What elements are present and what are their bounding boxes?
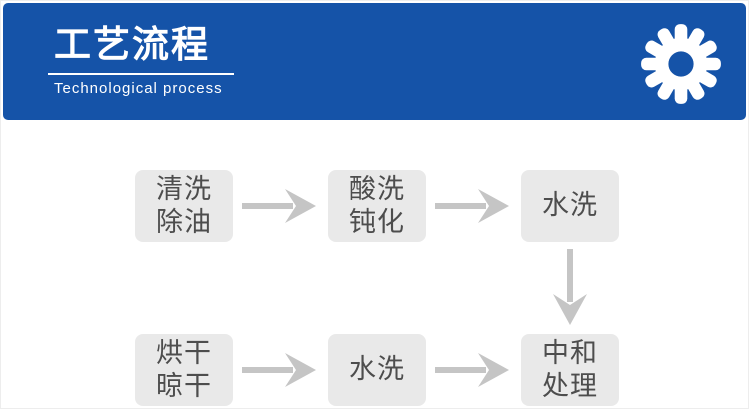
- process-box-neutralize-treat: 中和 处理: [521, 334, 619, 406]
- process-box-water-rinse-2: 水洗: [328, 334, 426, 406]
- page-title: 工艺流程: [54, 24, 210, 65]
- arrow-down-icon: [553, 249, 587, 325]
- process-box-pickling-passivation: 酸洗 钝化: [328, 170, 426, 242]
- arrow-right-icon: [435, 189, 509, 223]
- process-box-water-rinse-1: 水洗: [521, 170, 619, 242]
- gear-icon: [641, 24, 721, 104]
- process-box-clean-degrease: 清洗 除油: [135, 170, 233, 242]
- arrow-right-icon: [435, 353, 509, 387]
- header-banner: 工艺流程 Technological process: [3, 3, 746, 120]
- page-subtitle: Technological process: [54, 79, 223, 97]
- process-box-dry-airdry: 烘干 晾干: [135, 334, 233, 406]
- arrow-right-icon: [242, 189, 316, 223]
- arrow-right-icon: [242, 353, 316, 387]
- header-title-block: 工艺流程 Technological process: [48, 24, 234, 97]
- title-underline: [48, 72, 234, 75]
